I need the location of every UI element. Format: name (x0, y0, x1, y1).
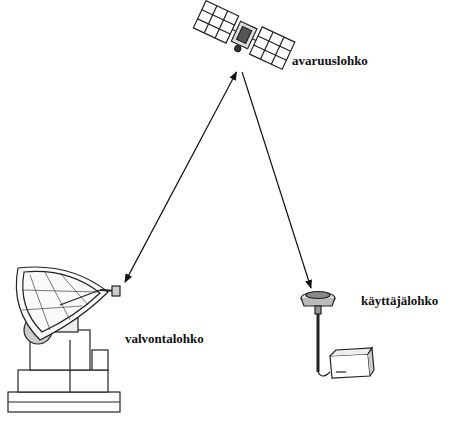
segment-label: avaruuslohko (292, 54, 368, 68)
segment-label: käyttäjälohko (361, 294, 438, 308)
satellite-illustration (192, 1, 295, 72)
segment-node: käyttäjälohko (295, 288, 375, 383)
signal-arrow (125, 72, 237, 282)
signal-arrow (242, 72, 311, 288)
segment-label: valvontalohko (125, 332, 204, 346)
segment-node: avaruuslohko (205, 0, 275, 72)
segment-node: valvontalohko (5, 262, 125, 417)
ground-antenna-illustration (8, 267, 120, 412)
